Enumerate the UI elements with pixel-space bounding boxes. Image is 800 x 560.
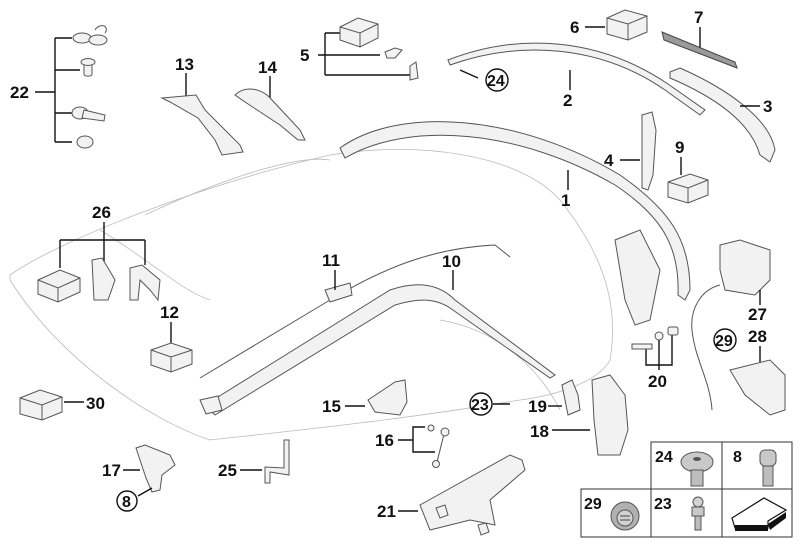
callout-14: 14 <box>258 58 277 77</box>
part-20-kit <box>631 326 679 370</box>
callout-24: 24 <box>487 73 505 90</box>
callout-23-circle <box>469 392 493 416</box>
fastener-legend-grid: 24 8 29 23 <box>580 441 793 538</box>
part-17-bracket <box>123 444 176 493</box>
callout-7: 7 <box>694 8 703 27</box>
callout-11: 11 <box>322 251 340 270</box>
callout-29-circle <box>713 328 737 352</box>
callout-23: 23 <box>471 397 489 414</box>
part-30-kit-box <box>19 389 84 421</box>
callout-17: 17 <box>102 461 121 480</box>
part-1-frame <box>339 121 691 326</box>
callout-19: 19 <box>528 397 547 416</box>
callout-28: 28 <box>748 327 767 346</box>
torx-cap-screw-icon <box>759 449 777 487</box>
callout-8-circle <box>116 490 138 512</box>
leader-24 <box>459 69 479 79</box>
part-7-grille <box>661 27 738 69</box>
flat-head-hex-screw-icon <box>680 451 714 487</box>
legend-cell-24-label: 24 <box>655 449 673 466</box>
legend-cell-23-label: 23 <box>654 496 672 513</box>
part-5-kit <box>318 17 419 81</box>
callout-26: 26 <box>92 203 111 222</box>
arrow-pointer-icon <box>731 497 788 531</box>
callout-9: 9 <box>675 138 684 157</box>
part-13-bracket <box>160 73 244 156</box>
part-25-rod <box>240 439 290 484</box>
callout-8: 8 <box>122 494 131 511</box>
callout-4: 4 <box>604 151 614 170</box>
part-9-kit-box <box>667 157 709 204</box>
leader-8 <box>137 487 153 497</box>
callout-30: 30 <box>86 394 105 413</box>
part-6-kit-box <box>585 9 648 41</box>
part-19-hinge <box>548 379 581 416</box>
legend-cell-8-label: 8 <box>733 449 742 466</box>
callout-24-circle <box>485 68 509 92</box>
legend-cell-29-label: 29 <box>584 496 602 513</box>
part-16-kit <box>398 424 450 468</box>
callout-6: 6 <box>570 18 579 37</box>
callout-22: 22 <box>10 83 29 102</box>
callout-13: 13 <box>175 55 194 74</box>
callout-20: 20 <box>648 372 667 391</box>
part-3-strip <box>669 67 776 163</box>
callout-15: 15 <box>322 397 341 416</box>
callout-29: 29 <box>715 333 733 350</box>
part-28-bracket <box>729 346 786 416</box>
ball-stud-icon <box>691 496 705 531</box>
part-14-trim <box>234 76 306 141</box>
callout-12: 12 <box>160 303 179 322</box>
part-27-latch <box>691 239 771 411</box>
callout-3: 3 <box>763 97 772 116</box>
part-2-rail <box>447 42 706 116</box>
part-4-trim-piece <box>620 111 657 191</box>
callout-16: 16 <box>375 431 394 450</box>
part-22-kit <box>35 25 108 149</box>
part-26-kit <box>37 222 161 303</box>
callout-10: 10 <box>442 252 461 271</box>
callout-27: 27 <box>748 305 767 324</box>
callout-1: 1 <box>561 191 570 210</box>
callout-2: 2 <box>563 91 572 110</box>
part-21-plate <box>398 454 526 536</box>
callout-5: 5 <box>300 46 309 65</box>
callout-21: 21 <box>377 502 396 521</box>
part-12-kit-box <box>150 322 193 373</box>
callout-18: 18 <box>530 422 549 441</box>
grommet-icon <box>610 501 640 531</box>
callout-25: 25 <box>218 461 237 480</box>
part-18-bracket <box>552 374 629 456</box>
part-10-tension-strap <box>199 270 556 416</box>
part-11-cable <box>199 244 511 379</box>
part-15-cover <box>345 379 408 416</box>
